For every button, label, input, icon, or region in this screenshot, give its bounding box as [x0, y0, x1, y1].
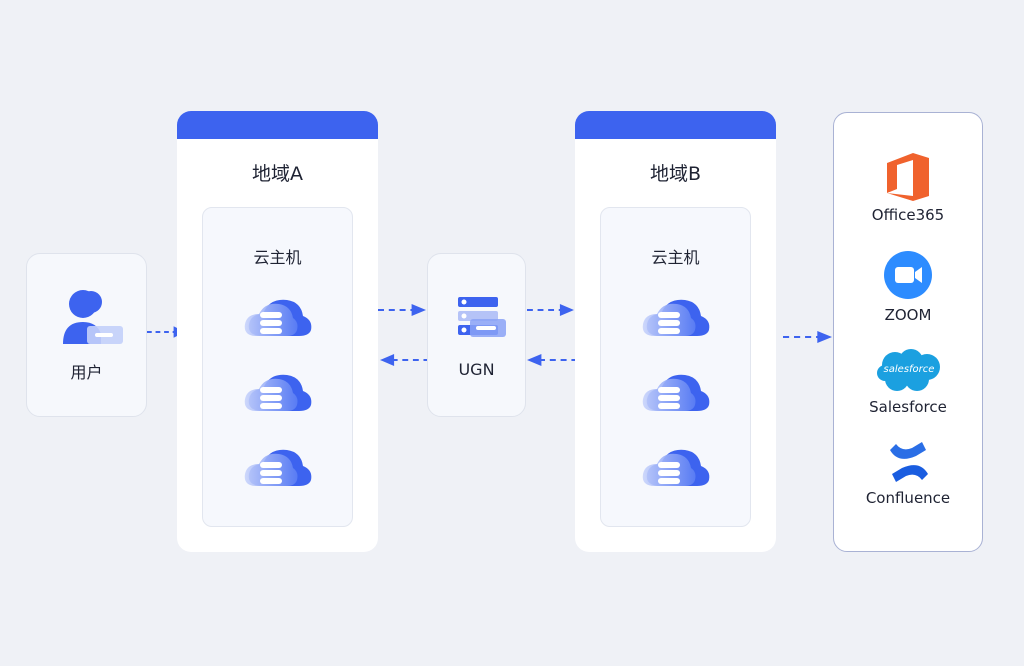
salesforce-icon: salesforce	[877, 349, 941, 393]
ugn-server-icon	[458, 297, 506, 337]
region-header-bar	[177, 111, 378, 139]
user-icon	[63, 290, 123, 344]
region-title: 地域B	[649, 163, 702, 185]
cloud-database-icon	[641, 292, 711, 340]
arrow-region-a-to-ugn	[378, 304, 426, 316]
service-label: Office365	[871, 206, 945, 224]
cloud-database-icon	[641, 367, 711, 415]
zoom-icon	[884, 251, 932, 299]
service-label: ZOOM	[884, 306, 932, 324]
ugn-label: UGN	[458, 360, 495, 379]
user-label: 用户	[70, 363, 103, 382]
cloud-database-icon	[641, 442, 711, 490]
cloud-host-label: 云主机	[651, 248, 700, 267]
office365-icon	[887, 153, 929, 201]
service-label: Confluence	[865, 489, 951, 507]
region-title: 地域A	[252, 163, 303, 185]
region-b: 地域B 云主机	[575, 111, 776, 552]
cloud-host-group: 云主机	[600, 207, 751, 527]
region-a: 地域A 云主机	[177, 111, 378, 552]
region-header-bar	[575, 111, 776, 139]
cloud-database-icon	[243, 367, 313, 415]
ugn-node: UGN	[427, 253, 526, 417]
arrow-region-b-to-services	[783, 331, 832, 343]
user-node: 用户	[26, 253, 147, 417]
saas-services-panel: Office365 ZOOM salesforce Salesforce Con…	[833, 112, 983, 552]
arrow-ugn-to-region-a	[380, 354, 427, 366]
service-label: Salesforce	[869, 398, 947, 416]
cloud-database-icon	[243, 442, 313, 490]
cloud-host-label: 云主机	[253, 248, 302, 267]
salesforce-logo-text: salesforce	[883, 364, 935, 375]
arrow-region-b-to-ugn	[527, 354, 575, 366]
cloud-database-icon	[243, 292, 313, 340]
cloud-host-group: 云主机	[202, 207, 353, 527]
arrow-ugn-to-region-b	[527, 304, 574, 316]
confluence-icon	[890, 442, 928, 482]
